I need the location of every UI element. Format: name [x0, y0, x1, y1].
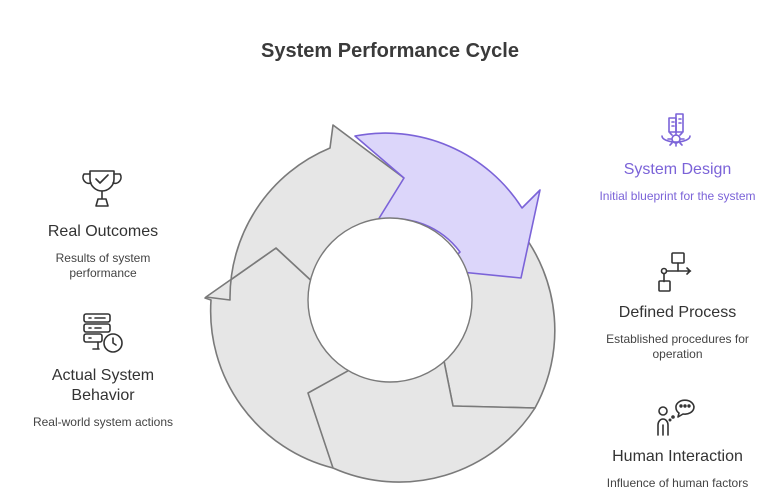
server-clock-icon	[83, 313, 123, 353]
cycle-center-outline	[307, 217, 473, 383]
stage-defined-process: Defined Process Established procedures f…	[590, 303, 765, 362]
flowchart-icon	[658, 252, 692, 292]
stage-heading: Real Outcomes	[47, 223, 159, 240]
stage-heading: System Design	[623, 161, 732, 178]
stage-real-outcomes: Real Outcomes Results of system performa…	[18, 222, 188, 281]
stage-system-design: System Design Initial blueprint for the …	[590, 160, 765, 204]
stage-human-interaction: Human Interaction Influence of human fac…	[590, 447, 765, 491]
diagram-title: System Performance Cycle	[261, 40, 519, 62]
stage-description: Established procedures for operation	[606, 332, 749, 361]
person-thought-icon	[657, 399, 695, 436]
cycle-center	[308, 218, 472, 382]
blueprint-gear-icon	[661, 113, 691, 147]
stage-heading: Human Interaction	[612, 448, 743, 465]
stage-description: Results of system performance	[55, 251, 151, 280]
stage-actual-system-behavior: Actual System Behavior Real-world system…	[18, 366, 188, 430]
stage-description: Real-world system actions	[32, 415, 174, 429]
stage-heading: Actual System Behavior	[51, 367, 155, 404]
stage-heading: Defined Process	[618, 304, 737, 321]
stage-description: Initial blueprint for the system	[599, 189, 756, 203]
stage-description: Influence of human factors	[606, 476, 749, 490]
trophy-icon	[82, 170, 122, 207]
